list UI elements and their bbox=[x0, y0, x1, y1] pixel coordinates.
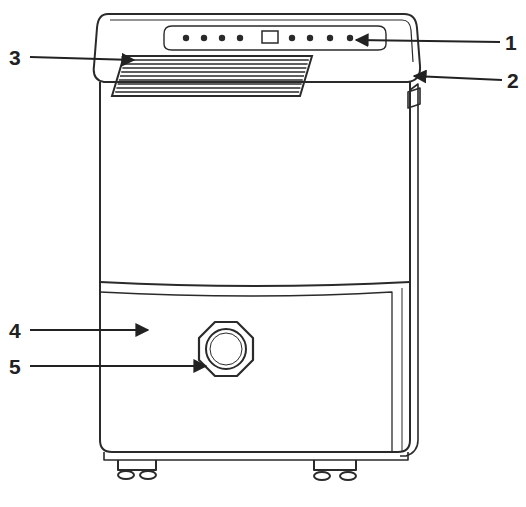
callout-number: 4 bbox=[8, 320, 22, 341]
caster-wheels bbox=[118, 460, 356, 480]
control-strip bbox=[164, 26, 386, 50]
leader-lines bbox=[30, 40, 502, 366]
housing bbox=[100, 82, 410, 452]
callout-number: 1 bbox=[504, 32, 518, 53]
side-handle bbox=[408, 88, 420, 108]
water-tank bbox=[100, 282, 410, 286]
float-indicator bbox=[199, 322, 253, 376]
callout-number: 3 bbox=[8, 47, 22, 68]
air-outlet-grille bbox=[112, 56, 312, 96]
callout-number: 2 bbox=[506, 70, 520, 91]
callout-number: 5 bbox=[8, 356, 22, 377]
top-panel bbox=[94, 14, 420, 82]
control-buttons bbox=[183, 31, 353, 43]
